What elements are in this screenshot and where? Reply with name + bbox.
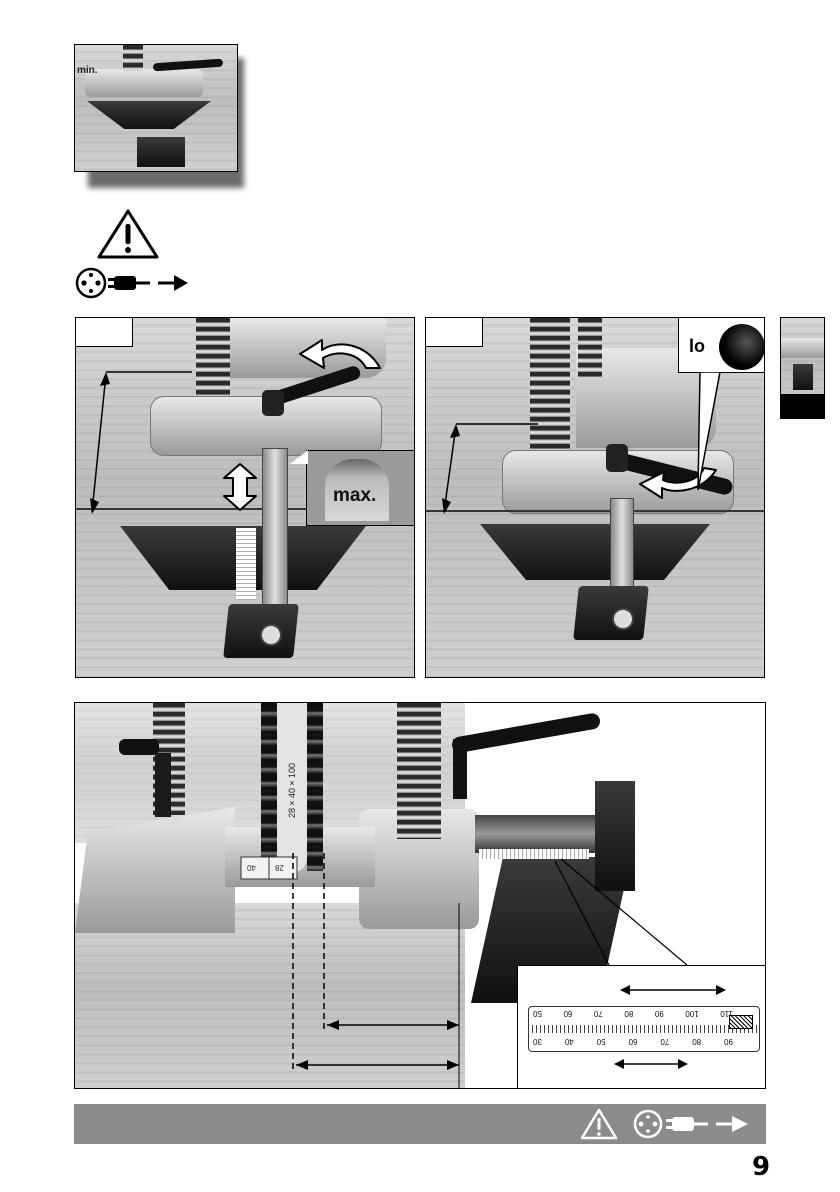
scale-top-num: 90 <box>655 1009 664 1018</box>
figure-min: min. <box>74 44 238 172</box>
knob-icon <box>719 324 765 370</box>
footer-warning-bar <box>74 1104 766 1144</box>
page-number: 9 <box>752 1152 770 1182</box>
scale-bottom-num: 70 <box>660 1037 669 1046</box>
scale-bottom-arrow <box>612 1058 690 1070</box>
scale-top-num: 60 <box>564 1009 573 1018</box>
support-block <box>480 524 710 580</box>
max-label: max. <box>333 485 376 507</box>
scale-bottom-num: 30 <box>533 1037 542 1046</box>
min-foot <box>137 137 185 167</box>
scale-hatch <box>729 1015 753 1029</box>
scale-bottom-num: 40 <box>565 1037 574 1046</box>
depth-dimension-arrow <box>86 362 196 518</box>
min-support <box>87 101 211 129</box>
scale-bottom-num: 90 <box>724 1037 733 1046</box>
footer-warning-triangle-icon <box>580 1108 618 1140</box>
rotate-arrow-icon <box>296 332 382 372</box>
spring-column-rear <box>578 318 602 378</box>
measuring-bar <box>262 448 288 620</box>
scale-bottom-num: 50 <box>597 1037 606 1046</box>
figure-d: 28×40×100 40 28 110 <box>74 702 766 1089</box>
inset-pointer <box>290 450 308 464</box>
foot <box>573 586 649 640</box>
scale-top-num: 50 <box>533 1009 542 1018</box>
min-label: min. <box>77 65 98 76</box>
figure-c: lo <box>425 317 765 678</box>
thumb-base <box>781 338 825 358</box>
side-thumbnail <box>780 317 825 419</box>
warning-triangle-icon <box>96 208 160 260</box>
knob-badge: lo <box>678 317 765 373</box>
depth-dimension-arrow <box>432 416 542 516</box>
unplug-icon <box>74 266 194 300</box>
foot-knob <box>260 624 282 646</box>
figure-c-tab <box>425 317 483 347</box>
scale-ruler: 110 100 90 80 70 60 50 90 80 70 60 50 40… <box>528 1006 760 1052</box>
badge-text: lo <box>689 336 705 357</box>
scale-bottom-num: 60 <box>629 1037 638 1046</box>
figure-b-tab <box>75 317 133 347</box>
scale-bottom-num: 80 <box>692 1037 701 1046</box>
clamp-knob <box>262 390 284 416</box>
scale-inset: 110 100 90 80 70 60 50 90 80 70 60 50 40… <box>517 965 766 1089</box>
scale-top-num: 70 <box>594 1009 603 1018</box>
scale-top-num: 80 <box>624 1009 633 1018</box>
badge-pointer <box>694 372 734 492</box>
thumb-foot <box>793 364 813 390</box>
min-spring <box>123 45 143 71</box>
scale-top-num: 100 <box>685 1009 698 1018</box>
foot-knob <box>612 608 634 630</box>
figure-b: max. <box>75 317 415 678</box>
max-inset: max. <box>306 450 415 526</box>
height-double-arrow-icon <box>220 462 260 512</box>
min-base-plate <box>85 69 203 97</box>
scale-bottom-numbers: 90 80 70 60 50 40 30 <box>533 1037 733 1046</box>
clamp-knob <box>606 444 628 472</box>
scale-top-arrow <box>618 984 728 996</box>
scale-top-numbers: 110 100 90 80 70 60 50 <box>533 1009 733 1018</box>
scale-strip <box>236 528 256 600</box>
thumb-black-band <box>781 394 825 419</box>
footer-unplug-icon <box>632 1109 756 1139</box>
